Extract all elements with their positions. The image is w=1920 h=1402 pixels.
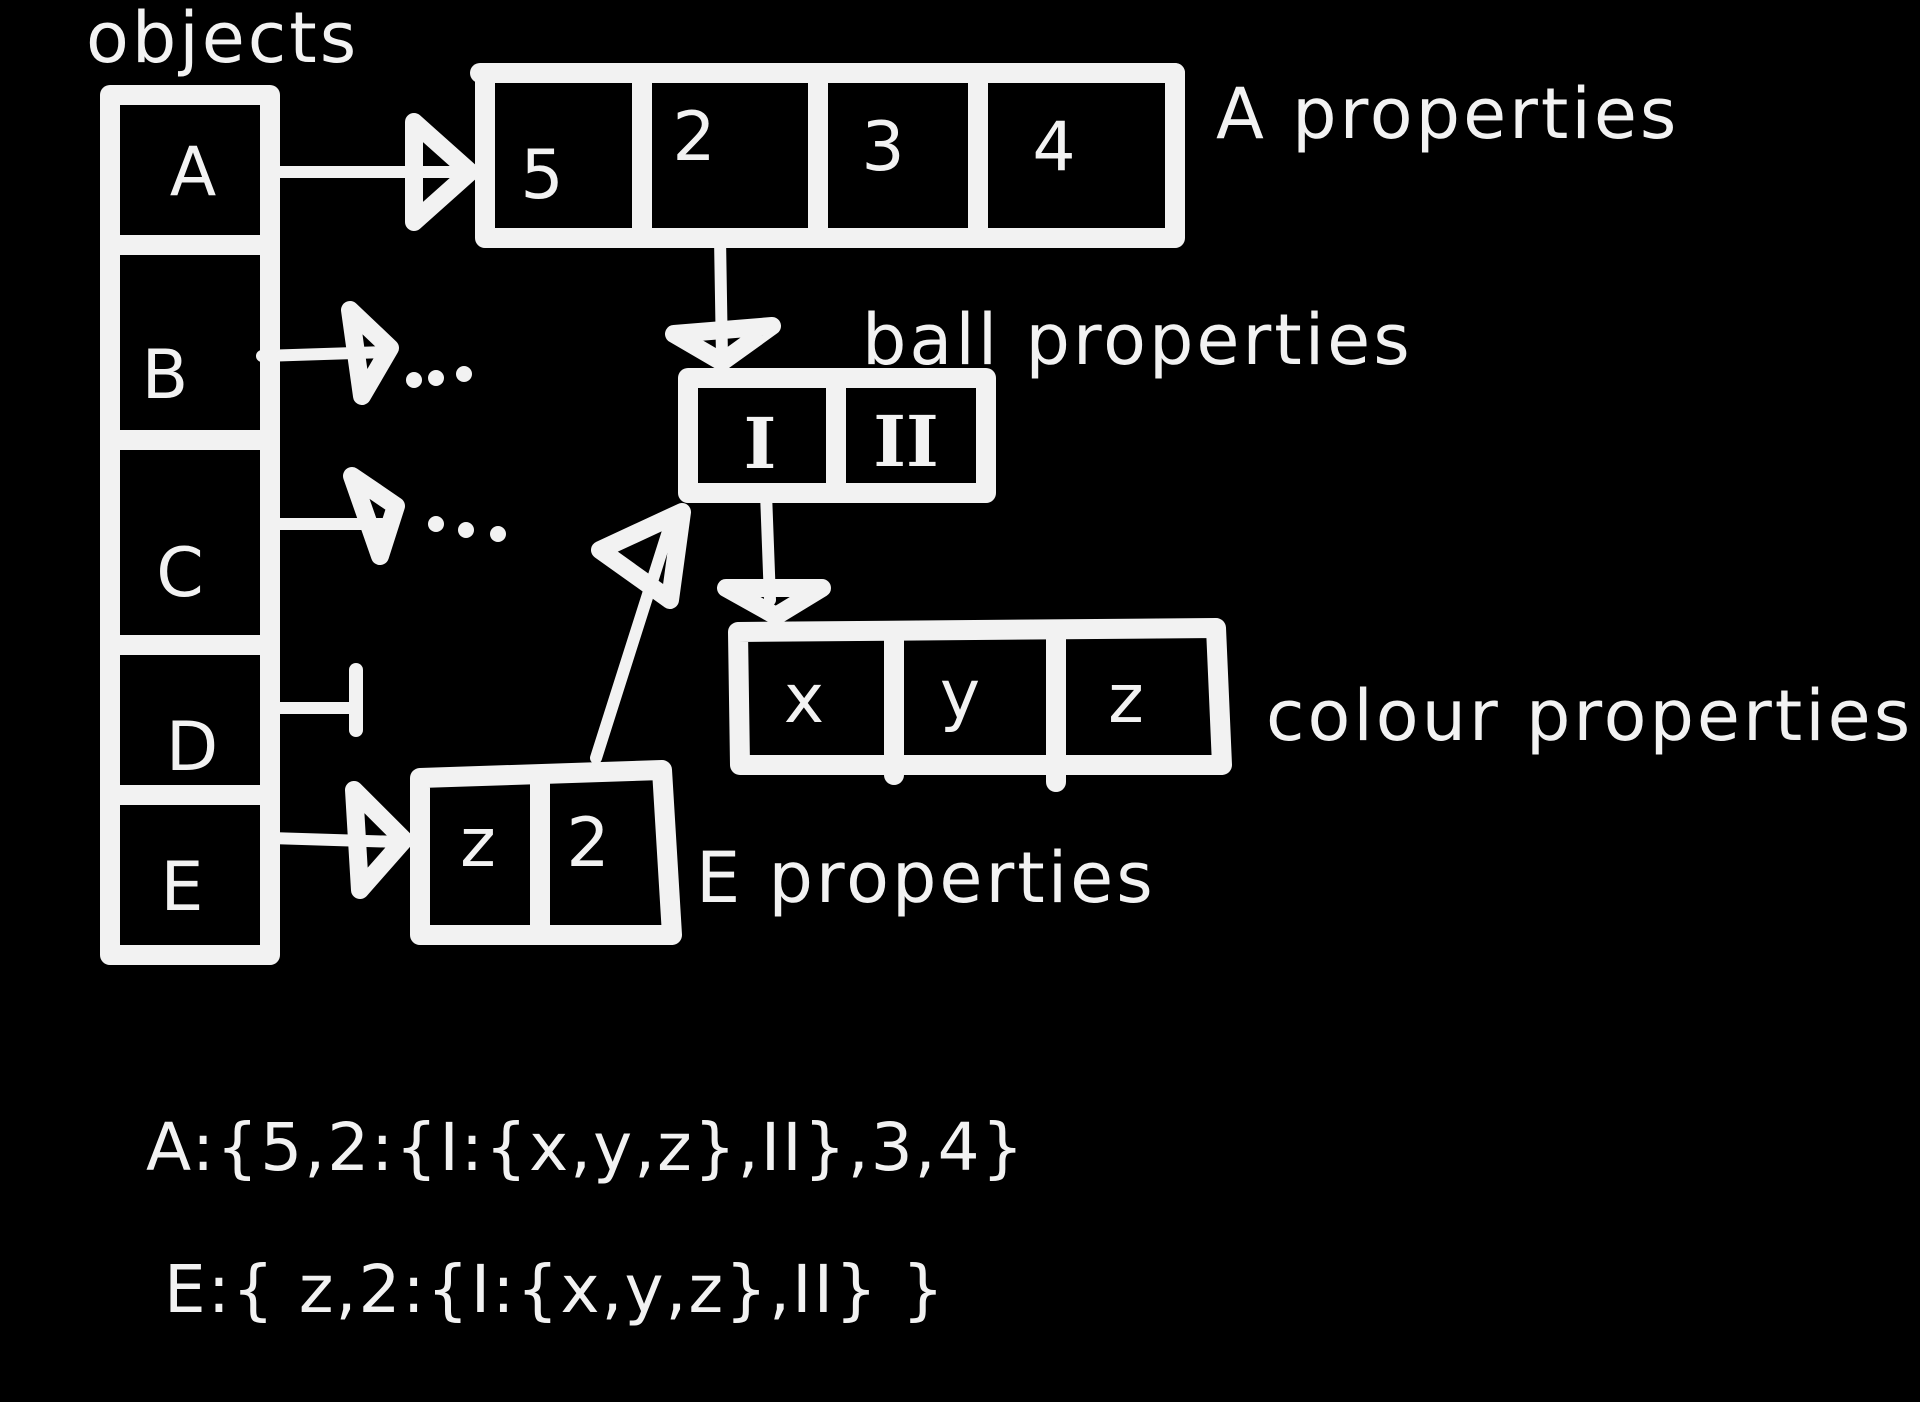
- arrow-a-to-a-properties: [264, 113, 479, 231]
- colour-property-cell: z: [1108, 660, 1144, 739]
- formula-a: A:{5,2:{I:{x,y,z},II},3,4}: [146, 1109, 1026, 1186]
- a-properties-array: 5 2 3 4: [470, 63, 1185, 248]
- e-property-cell: z: [460, 804, 496, 883]
- a-property-cell: 3: [861, 108, 904, 187]
- objects-label: objects: [86, 0, 359, 79]
- e-property-cell: 2: [566, 804, 609, 883]
- a-property-cell: 4: [1032, 108, 1075, 187]
- arrow-ball-property-to-colour-properties: [717, 487, 831, 625]
- ball-property-cell: I: [744, 402, 777, 485]
- colour-properties-label: colour properties: [1266, 675, 1913, 757]
- object-d: D: [166, 708, 218, 787]
- object-b: B: [142, 336, 189, 415]
- ball-properties-array: I II: [678, 368, 996, 503]
- object-c: C: [156, 534, 203, 613]
- e-properties-frame: [410, 760, 682, 945]
- colour-properties-array: x y z: [728, 618, 1232, 792]
- ball-properties-label: ball properties: [862, 299, 1413, 381]
- a-properties-label: A properties: [1216, 73, 1679, 155]
- e-properties-label: E properties: [696, 837, 1156, 919]
- a-properties-frame: [475, 63, 1185, 248]
- objects-column-frame: [100, 85, 280, 965]
- a-property-cell: 5: [520, 136, 563, 215]
- object-e: E: [161, 848, 204, 927]
- arrow-c-pointer: [264, 467, 506, 565]
- arrow-b-pointer: [256, 301, 472, 405]
- a-property-cell: 2: [672, 98, 715, 177]
- objects-column: A B C D E: [100, 85, 280, 965]
- formula-e: E:{ z,2:{I:{x,y,z},II} }: [164, 1251, 946, 1328]
- object-a: A: [170, 133, 217, 212]
- ball-property-cell: II: [873, 400, 939, 483]
- d-stub-pointer: [264, 663, 363, 737]
- colour-property-cell: y: [940, 656, 980, 735]
- colour-property-cell: x: [784, 660, 824, 739]
- arrow-e-to-e-properties: [264, 781, 413, 899]
- arrow-e-properties-to-ball-properties: [590, 503, 691, 764]
- e-properties-array: z 2: [410, 760, 682, 945]
- arrow-a-property-to-ball-properties: [665, 232, 781, 371]
